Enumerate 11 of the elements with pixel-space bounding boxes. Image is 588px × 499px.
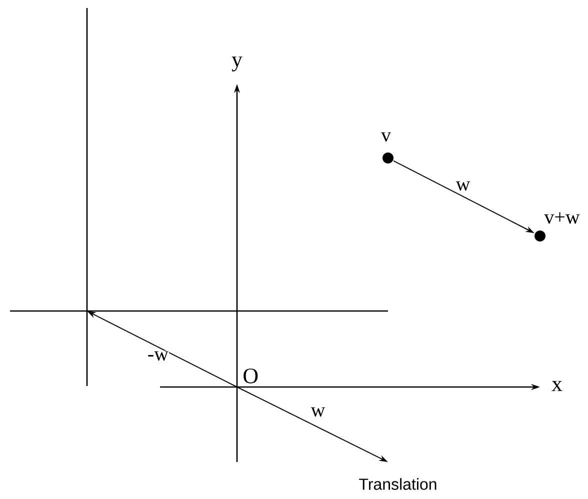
point-dot: [534, 230, 546, 242]
point-label: v: [381, 132, 391, 142]
point-dot: [382, 152, 394, 164]
caption: Translation: [359, 478, 436, 490]
axis-label: y: [232, 56, 242, 72]
axis-label: x: [552, 380, 562, 392]
edge-label: -w: [146, 350, 170, 362]
edge-label: w: [455, 180, 471, 192]
origin-label: O: [244, 368, 258, 384]
point-label: v+w: [544, 212, 580, 224]
edge-label: w: [310, 406, 326, 418]
